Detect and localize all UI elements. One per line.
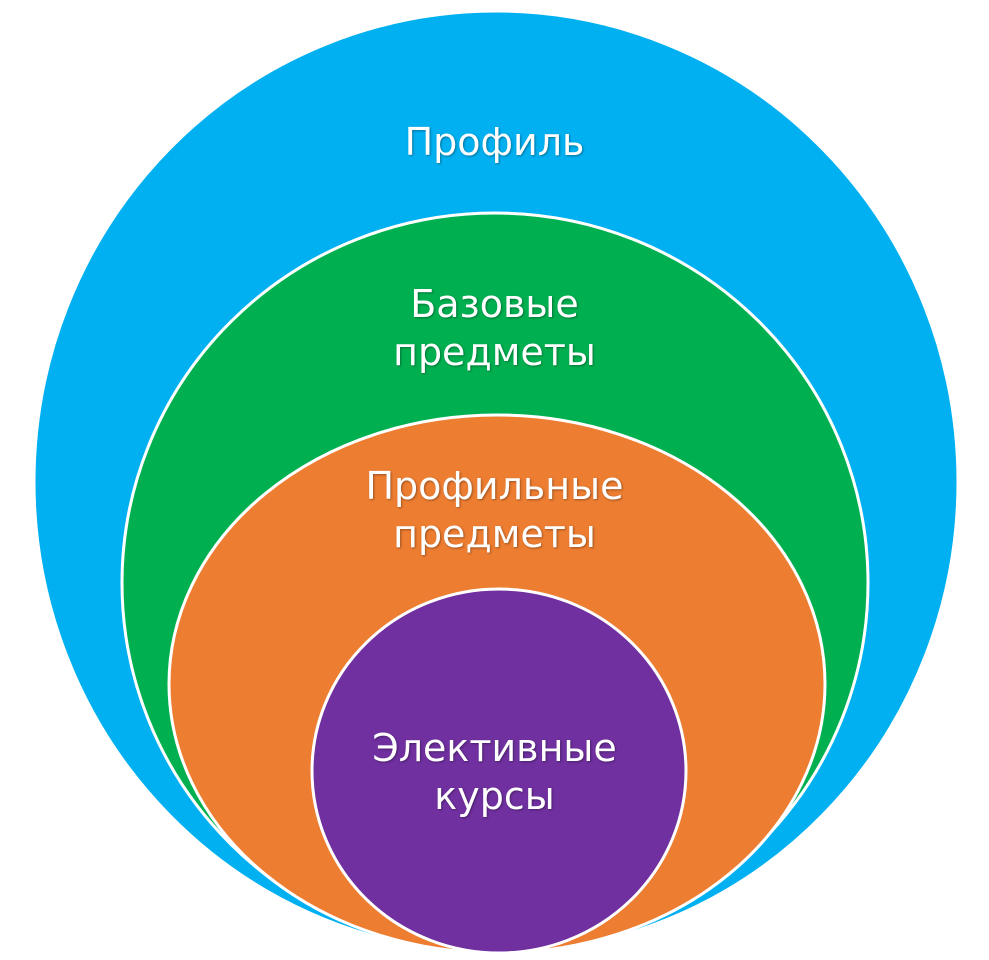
profile-subjects-line-1: Профильные xyxy=(365,464,624,508)
profile-subjects-label: Профильные предметы xyxy=(0,462,989,558)
elective-courses-label: Элективные курсы xyxy=(0,724,989,820)
base-subjects-line-2: предметы xyxy=(393,330,596,374)
base-subjects-label: Базовые предметы xyxy=(0,280,989,376)
profile-subjects-line-2: предметы xyxy=(393,512,596,556)
elective-courses-line-1: Элективные xyxy=(372,726,617,770)
profile-label: Профиль xyxy=(404,120,585,164)
elective-courses-line-2: курсы xyxy=(434,774,555,818)
elective-courses-circle xyxy=(310,587,688,955)
base-subjects-line-1: Базовые xyxy=(410,282,579,326)
